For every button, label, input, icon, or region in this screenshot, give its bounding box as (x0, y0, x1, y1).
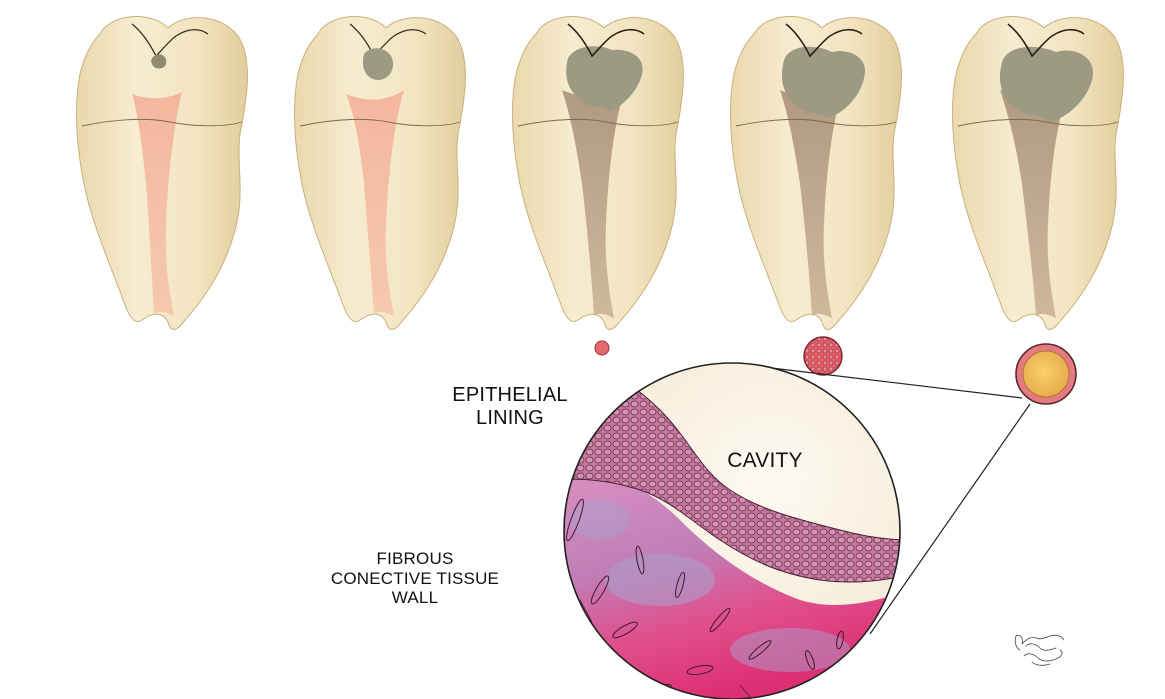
label-fibrous-wall: FIBROUS CONECTIVE TISSUE WALL (330, 549, 500, 608)
periapical-lesion-small (595, 341, 609, 355)
tooth-stage-4 (731, 17, 902, 330)
tooth-stage-1 (77, 17, 248, 330)
tooth-stage-3 (513, 17, 684, 330)
artist-signature (1010, 628, 1070, 668)
periapical-granuloma (804, 337, 842, 375)
label-epithelial-line2: LINING (430, 407, 590, 430)
label-fibrous-line1: FIBROUS (330, 549, 500, 569)
tooth-stage-5 (953, 17, 1124, 330)
label-cavity: CAVITY (700, 449, 830, 473)
label-epithelial-lining: EPITHELIAL LINING (430, 384, 590, 430)
tooth-stage-2 (295, 17, 466, 330)
periapical-cyst (1016, 344, 1076, 404)
label-epithelial-line1: EPITHELIAL (430, 384, 590, 407)
label-fibrous-line2: CONECTIVE TISSUE (330, 569, 500, 589)
label-fibrous-line3: WALL (330, 588, 500, 608)
